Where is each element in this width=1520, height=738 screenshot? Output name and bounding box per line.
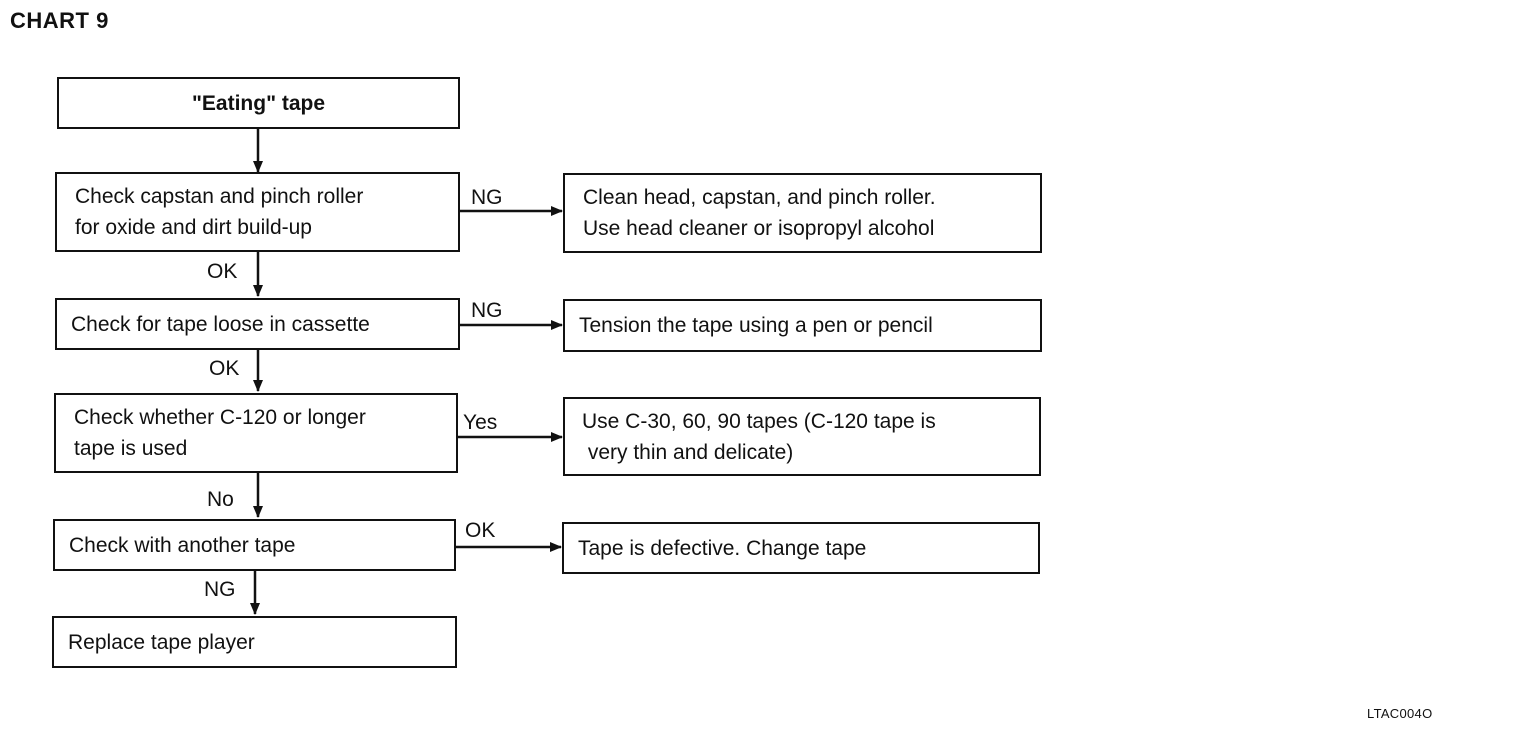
clean-head-box: Clean head, capstan, and pinch roller. U… — [563, 173, 1042, 253]
check-c120-label: Check whether C-120 or longer tape is us… — [74, 406, 366, 460]
defective-label: Tape is defective. Change tape — [578, 536, 867, 560]
chart-title: CHART 9 — [10, 8, 109, 33]
check-capstan-box: Check capstan and pinch roller for oxide… — [55, 172, 460, 252]
edge-label-another-ng: NG — [204, 578, 236, 601]
check-another-box: Check with another tape — [53, 519, 456, 571]
use-short-tapes-label: Use C-30, 60, 90 tapes (C-120 tape is ve… — [582, 409, 936, 464]
check-capstan-label: Check capstan and pinch roller for oxide… — [75, 185, 364, 239]
figure-code: LTAC004O — [1367, 706, 1433, 721]
replace-box: Replace tape player — [52, 616, 457, 668]
check-loose-label: Check for tape loose in cassette — [71, 312, 370, 336]
use-short-tapes-box: Use C-30, 60, 90 tapes (C-120 tape is ve… — [563, 397, 1041, 476]
replace-label: Replace tape player — [68, 630, 255, 654]
edge-label-loose-ng: NG — [471, 299, 503, 322]
check-c120-box: Check whether C-120 or longer tape is us… — [54, 393, 458, 473]
edge-label-another-ok: OK — [465, 519, 496, 542]
start-box: "Eating" tape — [57, 77, 460, 129]
tension-label: Tension the tape using a pen or pencil — [579, 314, 933, 337]
clean-head-label: Clean head, capstan, and pinch roller. U… — [583, 186, 936, 240]
edge-label-loose-ok: OK — [209, 357, 240, 380]
edge-label-c120-no: No — [207, 488, 234, 511]
defective-box: Tape is defective. Change tape — [562, 522, 1040, 574]
tension-box: Tension the tape using a pen or pencil — [563, 299, 1042, 352]
check-another-label: Check with another tape — [69, 533, 296, 557]
edge-label-capstan-ng: NG — [471, 186, 503, 209]
edge-label-capstan-ok: OK — [207, 260, 238, 283]
start-label: "Eating" tape — [191, 91, 326, 115]
edge-label-c120-yes: Yes — [463, 411, 498, 434]
check-loose-box: Check for tape loose in cassette — [55, 298, 460, 350]
